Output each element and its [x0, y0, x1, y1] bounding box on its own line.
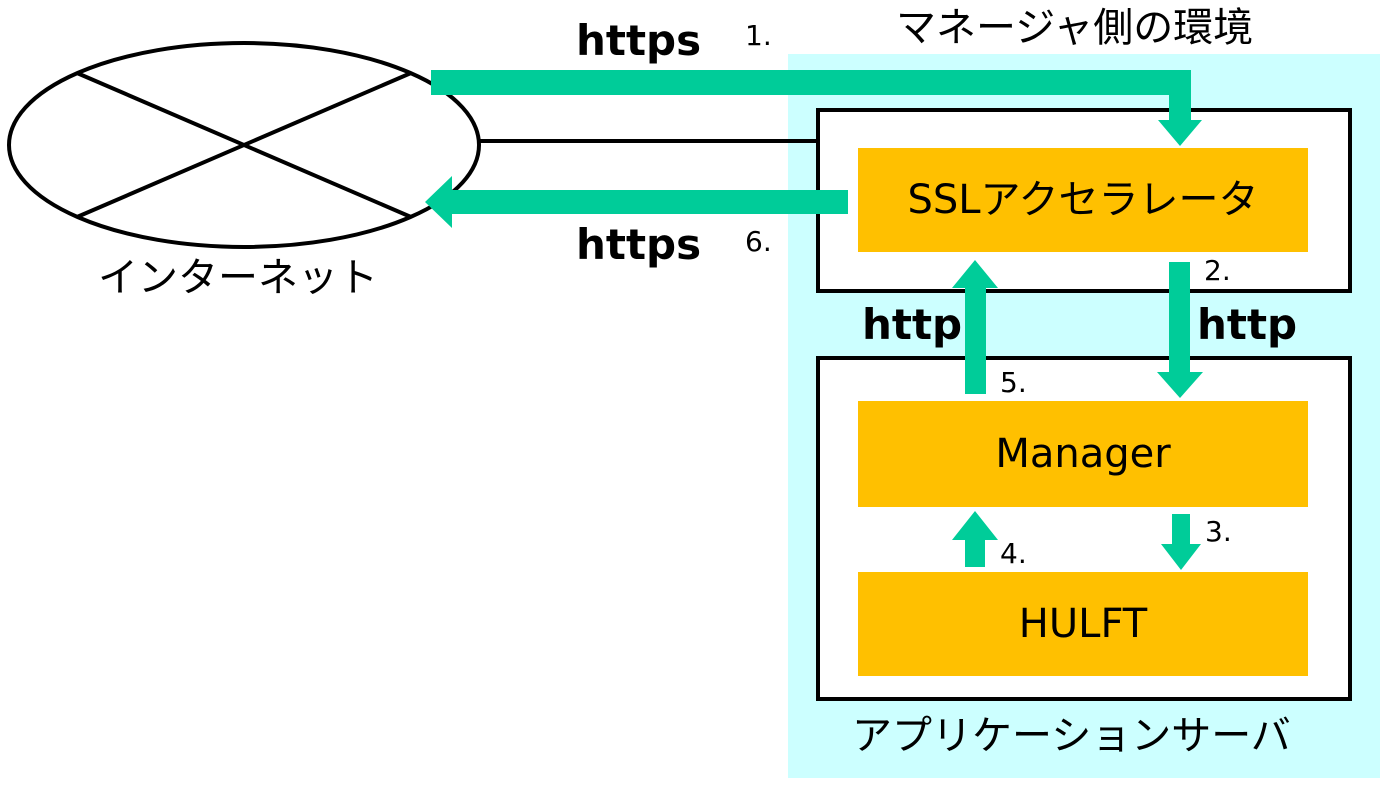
internet-label: インターネット — [98, 255, 378, 301]
step-5-label: 5. — [1000, 366, 1027, 399]
http-up-label: http — [862, 300, 963, 349]
hulft-label: HULFT — [1018, 601, 1148, 647]
arrow-4-up — [952, 511, 998, 567]
app-server-label: アプリケーションサーバ — [852, 713, 1291, 759]
step-2-label: 2. — [1204, 254, 1231, 287]
arrow-5-http-up — [952, 260, 998, 394]
ssl-accelerator-label: SSLアクセラレータ — [907, 177, 1259, 223]
https-in-label: https — [576, 16, 702, 65]
https-out-label: https — [576, 220, 702, 269]
ssl-accelerator-box — [858, 148, 1308, 252]
step-1-label: 1. — [745, 19, 772, 52]
step-6-label: 6. — [745, 225, 772, 258]
manager-label: Manager — [995, 431, 1171, 477]
internet-icon — [7, 41, 481, 249]
arrow-6-https-out — [425, 176, 848, 228]
arrow-1-https-in — [431, 70, 1202, 146]
arrow-3-down — [1161, 514, 1201, 570]
hulft-box — [858, 572, 1308, 676]
arrow-2-http-down — [1157, 262, 1203, 398]
step-4-label: 4. — [1000, 537, 1027, 570]
manager-box — [858, 401, 1308, 507]
step-3-label: 3. — [1205, 515, 1232, 548]
environment-title: マネージャ側の環境 — [896, 5, 1254, 51]
http-down-label: http — [1197, 300, 1298, 349]
